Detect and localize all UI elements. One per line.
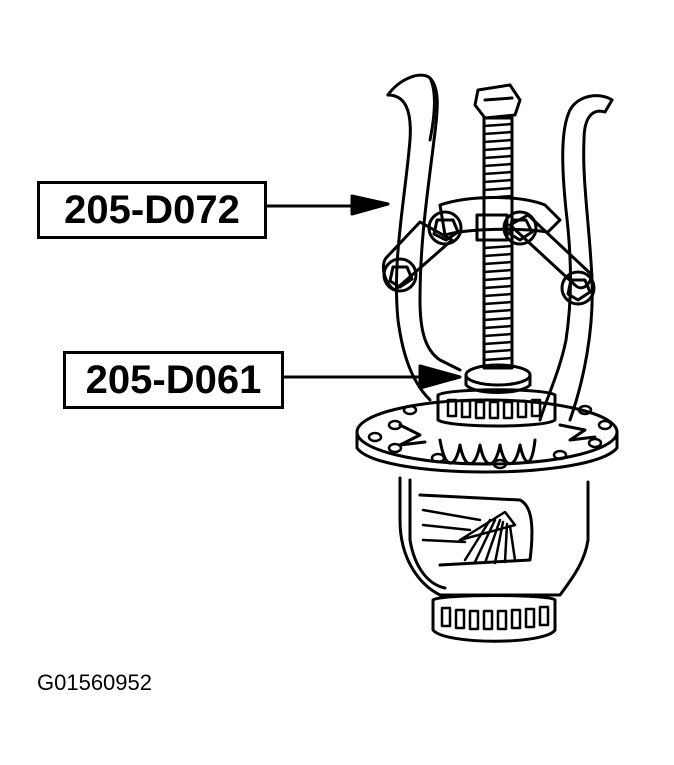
forcing-screw: [473, 83, 522, 370]
differential-case: [398, 476, 590, 597]
puller-yoke: [438, 196, 562, 242]
side-bearing: [436, 388, 557, 428]
callout-arrow-2: [282, 364, 462, 390]
callout-label: 205-D072: [64, 187, 240, 232]
left-link-arm: [381, 210, 463, 293]
lower-bearing: [431, 594, 557, 643]
right-jaw: [538, 94, 614, 422]
figure-id: G01560952: [37, 670, 152, 695]
callout-205-d072: 205-D072: [37, 181, 267, 239]
step-plate: [464, 363, 532, 394]
callout-label: 205-D061: [85, 357, 262, 402]
callout-arrow-1: [265, 194, 390, 216]
differential-flange: [355, 398, 619, 474]
callout-205-d061: 205-D061: [63, 351, 284, 409]
right-link-arm: [502, 210, 596, 306]
spider-gear: [421, 508, 517, 565]
